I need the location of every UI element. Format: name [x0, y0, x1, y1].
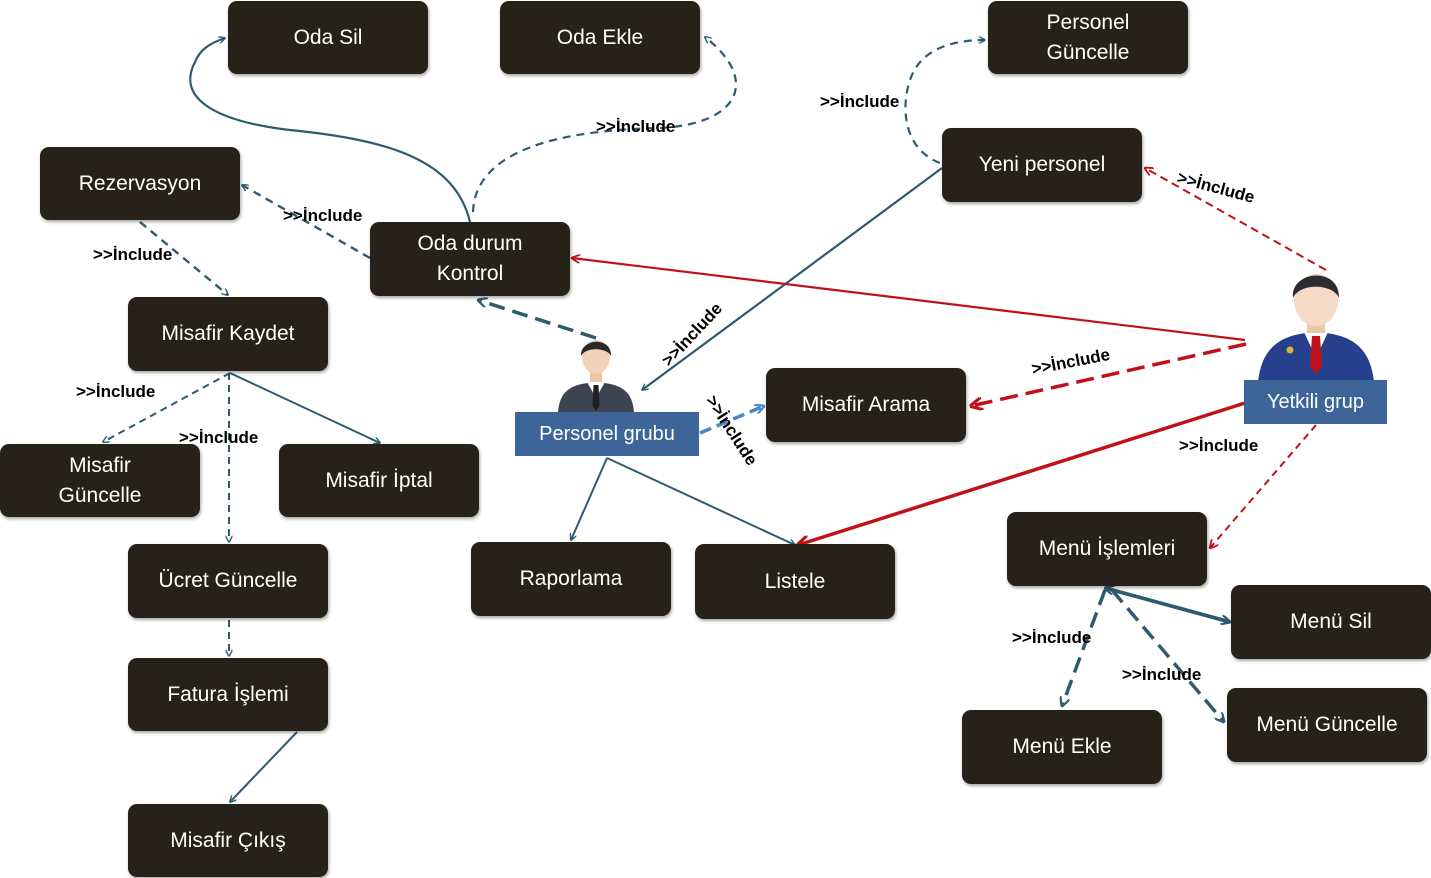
yetkili-grup-actor[interactable]: Yetkili grup — [1244, 380, 1387, 424]
personel-grubu-figure-icon — [558, 340, 634, 412]
personel-grubu-actor[interactable]: Personel grubu — [515, 412, 699, 456]
include-label-personel-guncelle: >>İnclude — [820, 92, 900, 111]
edge-menu-sil-to-menu-islemleri — [1105, 588, 1231, 624]
edge-kaydet-to-misafir-guncelle — [103, 372, 231, 442]
include-label-menu-guncelle: >>İnclude — [1122, 665, 1202, 684]
include-label-rezervasyon: >>İnclude — [283, 206, 363, 225]
menu-ekle-usecase[interactable]: Menü Ekle — [962, 710, 1162, 784]
include-label-misafir-kaydet: >>İnclude — [93, 245, 173, 264]
listele-usecase[interactable]: Listele — [695, 544, 895, 619]
fatura-islemi-usecase[interactable]: Fatura İşlemi — [128, 658, 328, 731]
edge-rezervasyon-to-misafir-kaydet — [139, 221, 228, 295]
include-label-ucret-guncelle: >>İnclude — [179, 428, 259, 447]
raporlama-usecase[interactable]: Raporlama — [471, 542, 671, 616]
include-label-oda-ekle: >>İnclude — [596, 117, 676, 136]
include-label-menu-ekle: >>İnclude — [1012, 628, 1092, 647]
include-label-misafir-guncelle: >>İnclude — [76, 382, 156, 401]
edge-yetkili-to-yeni-personel — [1145, 168, 1327, 271]
oda-durum-kontrol-usecase[interactable]: Oda durum Kontrol — [370, 222, 570, 296]
misafir-iptal-usecase[interactable]: Misafir İptal — [279, 444, 479, 517]
edge-yeni-personel-to-personel-grubu — [642, 167, 943, 390]
edge-menu-islemleri-to-menu-ekle — [1062, 589, 1107, 706]
connectors — [103, 37, 1327, 802]
yeni-personel-usecase[interactable]: Yeni personel — [942, 128, 1142, 202]
oda-sil-usecase[interactable]: Oda Sil — [228, 1, 428, 74]
edge-yetkili-to-listele — [798, 401, 1246, 545]
edge-personel-to-raporlama — [571, 457, 608, 540]
edge-fatura-to-cikis — [230, 731, 298, 802]
yetkili-grup-figure-icon — [1258, 274, 1374, 382]
edge-oda-durum-to-rezervasyon — [242, 185, 371, 260]
edge-personel-to-oda-durum — [478, 300, 597, 340]
edge-oda-durum-to-oda-ekle — [471, 37, 738, 213]
edge-personel-to-listele — [606, 457, 795, 545]
rezervasyon-usecase[interactable]: Rezervasyon — [40, 147, 240, 220]
menu-islemleri-usecase[interactable]: Menü İşlemleri — [1007, 512, 1207, 586]
ucret-guncelle-usecase[interactable]: Ücret Güncelle — [128, 544, 328, 618]
misafir-cikis-usecase[interactable]: Misafir Çıkış — [128, 804, 328, 877]
misafir-guncelle-usecase[interactable]: Misafir Güncelle — [0, 444, 200, 517]
edge-personel-to-misafir-arama — [699, 406, 764, 435]
edge-yetkili-to-oda-durum — [572, 258, 1246, 342]
edge-yetkili-to-menu-islemleri — [1210, 424, 1317, 548]
edge-kaydet-to-misafir-iptal — [229, 372, 380, 443]
menu-guncelle-usecase[interactable]: Menü Güncelle — [1227, 688, 1427, 762]
oda-ekle-usecase[interactable]: Oda Ekle — [500, 1, 700, 74]
edge-menu-islemleri-to-menu-guncelle — [1110, 588, 1224, 722]
edge-oda-durum-to-oda-sil — [189, 38, 472, 223]
edge-yeni-personel-to-personel-guncelle — [904, 40, 985, 165]
menu-sil-usecase[interactable]: Menü Sil — [1231, 585, 1431, 659]
misafir-arama-usecase[interactable]: Misafir Arama — [766, 368, 966, 442]
personel-guncelle-usecase[interactable]: Personel Güncelle — [988, 1, 1188, 74]
edge-yetkili-to-misafir-arama — [971, 342, 1247, 406]
include-label-menu-islemleri: >>İnclude — [1179, 436, 1259, 455]
misafir-kaydet-usecase[interactable]: Misafir Kaydet — [128, 297, 328, 371]
